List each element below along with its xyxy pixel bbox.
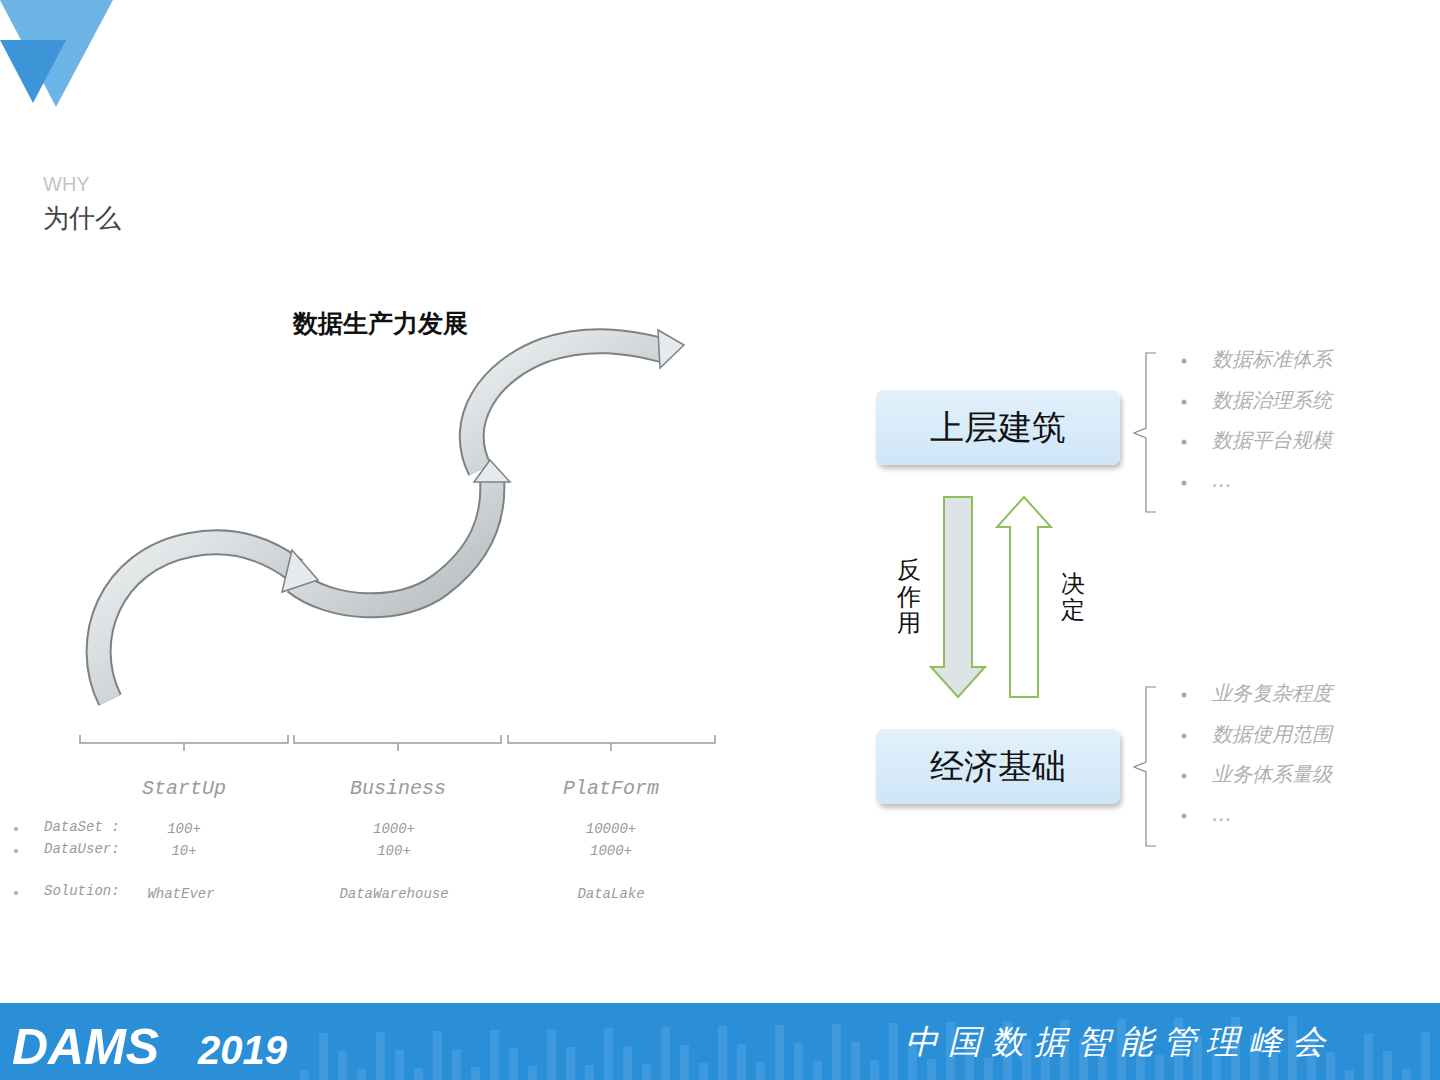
brand-logo: DAMS: [12, 1017, 159, 1077]
skyline-building: [376, 1032, 385, 1080]
skyline-building: [623, 1046, 632, 1080]
skyline-building: [984, 1058, 993, 1080]
skyline-building: [927, 1059, 936, 1080]
skyline-building: [680, 1045, 689, 1080]
skyline-building: [642, 1064, 651, 1080]
skyline-building: [1383, 1051, 1392, 1080]
table-cell: DataWarehouse: [339, 886, 448, 903]
chart-title: 数据生产力发展: [293, 309, 468, 339]
skyline-building: [490, 1030, 499, 1080]
skyline-building: [661, 1027, 670, 1080]
skyline-building: [452, 1049, 461, 1080]
skyline-building: [813, 1061, 822, 1080]
arrow-shape: [931, 497, 985, 697]
section-title: 为什么: [43, 203, 121, 234]
bullet-item: 数据使用范围: [1212, 722, 1332, 746]
skyline-building: [699, 1063, 708, 1080]
bullet-item: 业务体系量级: [1212, 762, 1332, 786]
footer-band: [0, 1003, 1440, 1080]
edge-label: 决定: [1061, 571, 1085, 624]
skyline-building: [775, 1025, 784, 1080]
skyline-building: [1421, 1032, 1430, 1080]
skyline-building: [395, 1050, 404, 1080]
skyline-building: [604, 1028, 613, 1080]
skyline-building: [794, 1043, 803, 1080]
box-label: 经济基础: [930, 744, 1066, 790]
skyline-building: [889, 1023, 898, 1080]
footer-title: 中国数据智能管理峰会: [905, 1022, 1335, 1062]
arrow-head: [282, 330, 684, 592]
arrow-shape: [997, 497, 1051, 697]
bullet-item: …: [1212, 468, 1232, 492]
skyline-building: [1364, 1033, 1373, 1080]
skyline-building: [1402, 1069, 1411, 1080]
skyline-building: [737, 1044, 746, 1080]
table-cell: WhatEver: [147, 886, 214, 903]
skyline-building: [433, 1031, 442, 1080]
skyline-building: [357, 1069, 366, 1080]
table-cell: DataLake: [577, 886, 644, 903]
skyline-building: [414, 1068, 423, 1080]
row-header: DataUser:: [44, 841, 120, 858]
row-header: Solution:: [44, 883, 120, 900]
brand-year: 2019: [198, 1026, 287, 1074]
box-label: 上层建筑: [930, 405, 1066, 451]
skyline: [300, 1016, 1430, 1080]
section-tag: WHY: [43, 172, 90, 196]
block-arrow: [931, 497, 985, 697]
logo-triangle: [0, 0, 113, 107]
brace: [1134, 353, 1156, 846]
table-cell: 1000+: [590, 843, 632, 860]
concept-box: 经济基础: [876, 729, 1120, 804]
skyline-building: [718, 1026, 727, 1080]
stage-name: Business: [350, 777, 446, 801]
bullet-item: 数据标准体系: [1212, 347, 1332, 371]
table-cell: 100+: [377, 843, 411, 860]
stage-bracket: [80, 735, 715, 751]
bullet-item: 数据平台规模: [1212, 428, 1332, 452]
skyline-building: [566, 1047, 575, 1080]
skyline-building: [471, 1067, 480, 1080]
table-cell: 100+: [167, 821, 201, 838]
skyline-building: [319, 1033, 328, 1080]
skyline-building: [756, 1062, 765, 1080]
concept-box: 上层建筑: [876, 390, 1120, 465]
table-cell: 1000+: [373, 821, 415, 838]
bullet-dot: [14, 359, 1187, 896]
bullet-item: 业务复杂程度: [1212, 681, 1332, 705]
bullet-item: …: [1212, 802, 1232, 826]
skyline-building: [870, 1060, 879, 1080]
row-header: DataSet :: [44, 819, 120, 836]
stage-name: StartUp: [142, 777, 226, 801]
growth-curve: [99, 341, 662, 700]
skyline-building: [338, 1051, 347, 1080]
skyline-building: [585, 1065, 594, 1080]
block-arrow: [997, 497, 1051, 697]
table-cell: 10+: [171, 843, 196, 860]
skyline-building: [509, 1048, 518, 1080]
skyline-building: [851, 1042, 860, 1080]
skyline-building: [528, 1066, 537, 1080]
stage-name: PlatForm: [563, 777, 659, 801]
skyline-building: [1345, 1070, 1354, 1080]
logo-triangle: [0, 40, 66, 103]
bullet-item: 数据治理系统: [1212, 388, 1332, 412]
skyline-building: [300, 1070, 309, 1080]
skyline-building: [832, 1024, 841, 1080]
table-cell: 10000+: [586, 821, 636, 838]
skyline-building: [547, 1029, 556, 1080]
edge-label: 反作用: [897, 557, 921, 636]
